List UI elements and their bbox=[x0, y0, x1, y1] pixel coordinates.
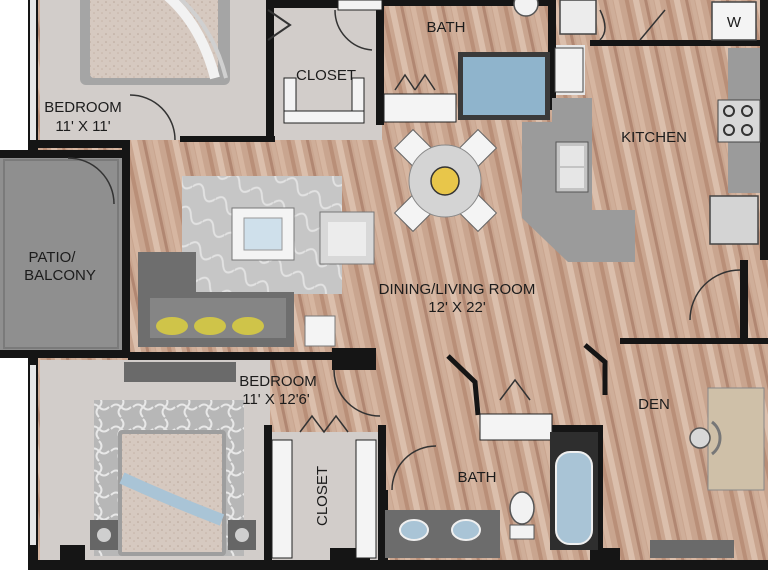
door-swing-entry bbox=[689, 269, 741, 321]
patio-line2: BALCONY bbox=[24, 267, 96, 284]
window-top-bedroom bbox=[30, 0, 36, 140]
closet-bottom bbox=[271, 414, 377, 559]
window-bottom-bedroom bbox=[30, 365, 36, 545]
armchair bbox=[319, 211, 375, 265]
bed-bottom bbox=[90, 430, 256, 556]
den-name: DEN bbox=[638, 396, 670, 413]
door-swing-bedroom-bottom bbox=[333, 369, 381, 417]
bath-bottom-name: BATH bbox=[458, 469, 497, 486]
bath-top-fixtures bbox=[383, 0, 550, 123]
end-table bbox=[304, 315, 336, 347]
patio-floor bbox=[0, 156, 122, 352]
kitchen-counters bbox=[522, 48, 761, 262]
hall-wall-left bbox=[446, 354, 481, 416]
bath-bottom-fixtures bbox=[385, 432, 598, 558]
bedroom-bottom-name: BEDROOM bbox=[239, 373, 317, 390]
door-swing-bedroom-top bbox=[129, 94, 176, 141]
coffee-table bbox=[231, 207, 295, 261]
bath-top-name: BATH bbox=[427, 19, 466, 36]
linen-closet bbox=[479, 413, 553, 441]
washer-label: W bbox=[727, 14, 742, 31]
utility-area bbox=[554, 0, 757, 93]
den-desk bbox=[650, 387, 765, 558]
kitchen-name: KITCHEN bbox=[621, 129, 687, 146]
bedroom-top-size: 11' X 11' bbox=[55, 118, 110, 135]
hall-wall-right bbox=[583, 343, 608, 395]
bedroom-top-name: BEDROOM bbox=[44, 99, 122, 116]
closet-bottom-name: CLOSET bbox=[314, 466, 331, 526]
living-name: DINING/LIVING ROOM bbox=[379, 281, 536, 298]
patio-edge bbox=[3, 159, 119, 349]
closet-top bbox=[267, 0, 383, 124]
sofa bbox=[138, 252, 294, 347]
dresser bbox=[124, 362, 236, 382]
linen-closet-doors bbox=[499, 378, 531, 401]
closet-top-name: CLOSET bbox=[296, 67, 356, 84]
living-size: 12' X 22' bbox=[428, 299, 486, 316]
patio-line1: PATIO/ bbox=[29, 249, 77, 266]
bedroom-bottom-size: 11' X 12'6' bbox=[242, 391, 310, 408]
bed-top bbox=[80, 0, 230, 85]
door-swing-patio bbox=[67, 157, 115, 205]
dining-table bbox=[393, 128, 498, 233]
